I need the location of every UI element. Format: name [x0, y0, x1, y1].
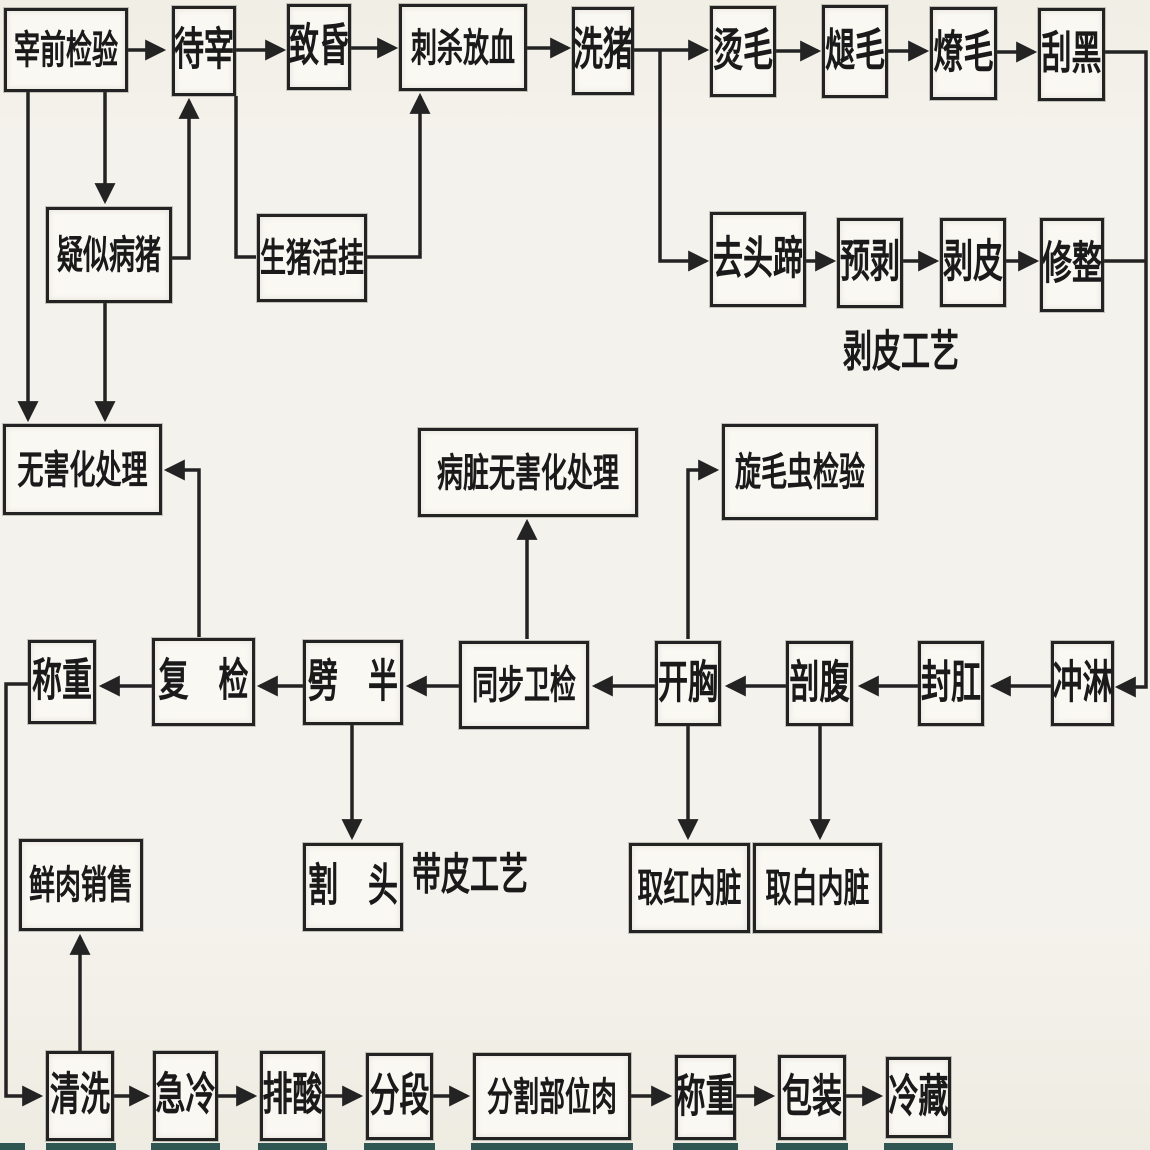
- node-acid-discharge: 排酸: [260, 1051, 325, 1141]
- node-label: 洗猪: [573, 25, 633, 75]
- node-label: 待宰: [174, 25, 234, 75]
- node-pig-washing: 洗猪: [572, 7, 634, 95]
- node-label: 刺杀放血: [410, 25, 515, 70]
- node-splitting: 劈 半: [303, 640, 403, 725]
- node-abdominal-opening: 剖腹: [786, 641, 853, 726]
- node-rapid-chilling: 急冷: [153, 1051, 218, 1141]
- node-label: 封肛: [921, 658, 981, 708]
- node-awaiting-slaughter: 待宰: [172, 6, 236, 96]
- node-chest-opening: 开胸: [655, 641, 721, 726]
- scan-artifact-bar: [0, 1143, 25, 1150]
- node-skinning: 剥皮: [940, 218, 1006, 307]
- node-label: 开胸: [658, 658, 718, 708]
- scan-artifact-bar: [471, 1143, 633, 1150]
- node-sticking-bleeding: 刺杀放血: [399, 4, 527, 91]
- node-label: 清洗: [50, 1070, 110, 1120]
- node-label: 排酸: [262, 1070, 323, 1120]
- node-red-offal-removal: 取红内脏: [629, 843, 750, 933]
- node-label: 剥皮: [943, 237, 1003, 287]
- node-label: 烫毛: [713, 26, 773, 76]
- node-label: 煺毛: [825, 26, 885, 76]
- node-label: 刮黑: [1041, 29, 1102, 79]
- node-pre-skinning: 预剥: [837, 218, 903, 308]
- annotation-text: 带皮工艺: [412, 851, 529, 900]
- scan-artifact-bar: [776, 1143, 848, 1150]
- node-harmless-disposal: 无害化处理: [3, 424, 162, 515]
- node-live-pig-hanging: 生猪活挂: [257, 214, 367, 302]
- node-weighing-1: 称重: [28, 640, 96, 724]
- node-label: 无害化处理: [17, 447, 148, 492]
- node-label: 割 头: [308, 861, 398, 911]
- node-segmenting: 分段: [366, 1053, 433, 1140]
- node-label: 分割部位肉: [486, 1074, 617, 1119]
- node-label: 称重: [32, 656, 92, 706]
- node-label: 分段: [369, 1071, 430, 1121]
- node-label: 同步卫检: [471, 662, 576, 708]
- node-label: 取白内脏: [765, 865, 870, 911]
- node-head-cutting: 割 头: [303, 843, 403, 931]
- node-label: 病脏无害化处理: [436, 450, 619, 495]
- scan-artifact-bar: [46, 1143, 116, 1150]
- scan-artifact-bar: [364, 1143, 435, 1150]
- node-synchronous-sanitary-inspection: 同步卫检: [459, 641, 589, 729]
- node-scalding: 烫毛: [710, 6, 776, 97]
- node-rinsing: 冲淋: [1051, 641, 1114, 726]
- node-singeing: 燎毛: [930, 7, 997, 100]
- node-label: 预剥: [840, 237, 900, 287]
- node-black-scraping: 刮黑: [1038, 8, 1105, 101]
- node-label: 冷藏: [888, 1072, 949, 1122]
- node-packaging: 包装: [778, 1055, 846, 1140]
- node-label: 致昏: [289, 21, 349, 71]
- label-skin-on-process: 带皮工艺: [412, 854, 528, 898]
- node-fresh-meat-sales: 鲜肉销售: [19, 839, 143, 931]
- node-label: 鲜肉销售: [28, 862, 133, 908]
- node-label: 宰前检验: [13, 27, 118, 73]
- node-re-inspection: 复 检: [152, 638, 255, 726]
- node-label: 称重: [675, 1072, 736, 1122]
- node-label: 生猪活挂: [260, 235, 365, 281]
- node-label: 复 检: [158, 656, 249, 706]
- node-label: 修整: [1042, 239, 1102, 289]
- scan-artifact-bar: [151, 1143, 220, 1150]
- scan-artifact-bar: [258, 1143, 327, 1150]
- node-trichinella-inspection: 旋毛虫检验: [722, 424, 878, 520]
- node-trimming: 修整: [1040, 218, 1104, 312]
- node-label: 劈 半: [308, 657, 398, 707]
- node-anus-sealing: 封肛: [918, 641, 984, 726]
- node-label: 急冷: [155, 1070, 216, 1120]
- node-diseased-organ-disposal: 病脏无害化处理: [418, 428, 638, 517]
- annotation-text: 剥皮工艺: [843, 328, 960, 377]
- node-label: 去头蹄: [713, 234, 803, 284]
- node-dehairing: 煺毛: [822, 5, 888, 98]
- node-label: 剖腹: [789, 658, 850, 708]
- node-label: 冲淋: [1052, 658, 1113, 708]
- node-head-hoof-removal: 去头蹄: [710, 212, 806, 307]
- node-cut-parts-meat: 分割部位肉: [473, 1053, 631, 1140]
- scan-artifact-bar: [673, 1143, 738, 1150]
- label-skinning-process: 剥皮工艺: [843, 331, 959, 375]
- node-weighing-2: 称重: [675, 1055, 736, 1140]
- node-label: 疑似病猪: [56, 232, 161, 278]
- node-white-offal-removal: 取白内脏: [753, 843, 882, 933]
- node-label: 包装: [782, 1072, 842, 1122]
- node-pre-slaughter-inspection: 宰前检验: [4, 8, 128, 92]
- node-label: 燎毛: [933, 28, 994, 78]
- node-suspected-sick-pig: 疑似病猪: [46, 207, 172, 303]
- scan-artifact-bar: [884, 1143, 953, 1150]
- node-stunning: 致昏: [287, 4, 351, 90]
- node-cleaning: 清洗: [46, 1051, 114, 1141]
- node-label: 旋毛虫检验: [734, 449, 865, 495]
- node-label: 取红内脏: [637, 865, 742, 911]
- node-cold-storage: 冷藏: [886, 1057, 951, 1138]
